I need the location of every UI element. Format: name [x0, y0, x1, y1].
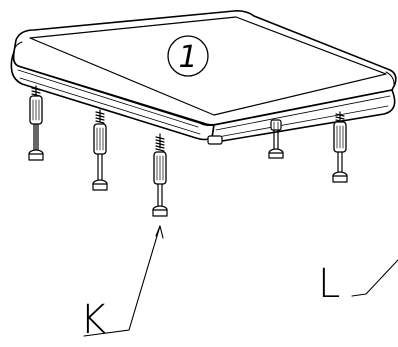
part-number-label: 1	[178, 40, 197, 75]
leveling-foot-5	[332, 111, 348, 183]
callout-l-label: L	[318, 261, 340, 307]
leveling-foot-1	[28, 85, 44, 161]
callout-k-label: K	[80, 297, 106, 343]
leveling-foot-4	[268, 119, 284, 159]
leveling-foot-3	[152, 133, 168, 217]
leveling-foot-2	[92, 109, 108, 191]
callout-l: L	[318, 259, 398, 307]
part-number-balloon: 1	[167, 35, 209, 77]
underside-nub	[207, 135, 223, 145]
callout-k: K	[80, 225, 164, 343]
